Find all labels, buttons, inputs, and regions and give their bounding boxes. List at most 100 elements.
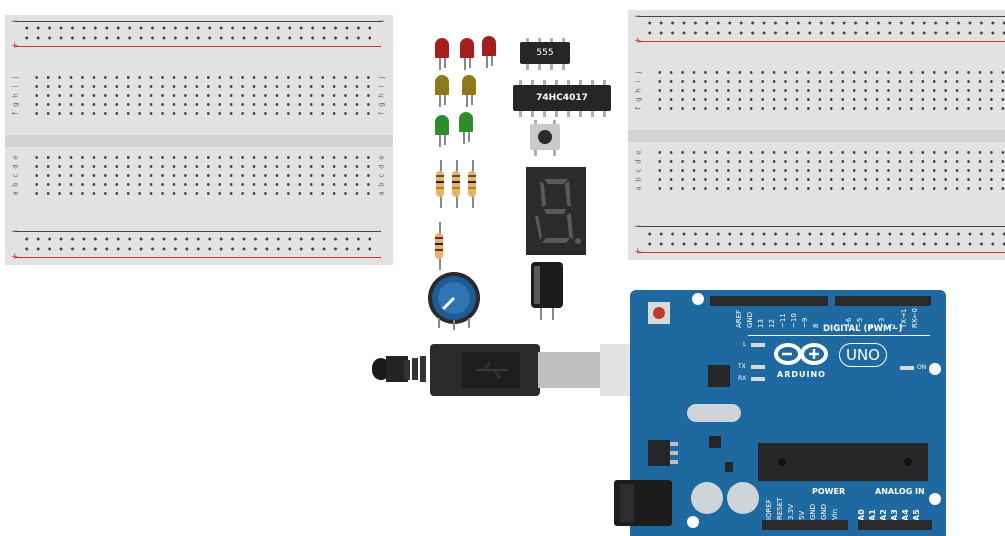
analog-header[interactable] [858,520,932,530]
rail-holes[interactable] [644,20,1005,26]
pushbutton-cap [538,130,552,144]
rail-minus-sign: − [634,12,642,22]
rail-positive-line [638,252,1005,254]
center-channel [628,130,1005,142]
led-body [482,36,496,56]
capacitor-leg [552,308,554,320]
mounting-hole [929,493,941,505]
ic-pin [562,38,565,44]
led-label-l: L [743,341,747,348]
resistor-band [468,181,476,183]
potentiometer[interactable] [427,272,485,330]
terminal-holes-top[interactable] [31,73,375,118]
led-yellow[interactable] [462,75,478,109]
led-leg [444,95,446,105]
led-body [462,75,476,95]
led-red[interactable] [435,38,451,72]
led-leg [464,58,466,70]
rail-holes[interactable] [21,25,371,31]
ic-pin [567,111,570,117]
center-channel [5,135,393,147]
resistor[interactable] [452,160,462,208]
ic-pin [543,111,546,117]
ic-pin [526,38,529,44]
resistor-band [436,187,444,189]
ic-pin [519,111,522,117]
breadboard-left[interactable]: − − + 1234567891011121314151617181920212… [5,15,393,265]
breadboard-right[interactable]: − + 123456789101112131415161718192021222… [628,10,1005,260]
ic-pin [591,111,594,117]
ic-74hc4017[interactable]: 74HC4017 [513,80,613,118]
led-leg [439,95,441,107]
rail-holes[interactable] [21,246,371,252]
rail-minus-sign: − [11,227,19,237]
ic-pin [538,38,541,44]
power-section-label: POWER [812,487,846,496]
rail-plus-sign: + [634,36,642,46]
terminal-holes-bottom[interactable] [31,153,375,198]
capacitor-leg [540,308,542,320]
led-red[interactable] [460,38,476,72]
resistor[interactable] [435,222,445,270]
led-leg [444,135,446,145]
rail-holes[interactable] [644,30,1005,36]
resistor-band [468,175,476,177]
led-yellow[interactable] [435,75,451,109]
rail-minus-sign: − [11,17,19,27]
rail-holes[interactable] [21,236,371,242]
reset-button-cap [653,307,665,319]
led-leg [466,95,468,107]
terminal-holes-top[interactable] [654,68,1004,113]
power-jack[interactable] [614,480,682,526]
analog-section-label: ANALOG IN [875,487,925,496]
ic-555-timer[interactable]: 555 [520,38,572,72]
seven-segment-display[interactable] [526,167,586,255]
led-leg [468,132,470,142]
digital-pin-label: ~11 [779,313,787,328]
resistor-body [452,171,460,197]
pushbutton[interactable] [530,120,560,156]
terminal-holes-bottom[interactable] [654,148,1004,193]
resistor-body [435,233,443,259]
led-body [460,38,474,58]
resistor-band [452,181,460,183]
led-label-tx: TX [738,363,746,370]
led-green[interactable] [435,115,451,149]
rail-plus-sign: + [11,41,19,51]
ic-pin [555,80,558,86]
digital-header[interactable] [835,296,931,306]
digital-pin-label: 8 [812,323,820,328]
on-led [900,366,914,370]
resistor[interactable] [468,160,478,208]
digital-pin-label: AREF [735,309,743,328]
regulator-pins [670,460,678,464]
led-leg [491,56,493,66]
ic-pin [531,111,534,117]
power-header[interactable] [762,520,848,530]
regulator-pins [670,442,678,446]
led-red[interactable] [482,36,498,70]
digital-header[interactable] [710,296,828,306]
resistor[interactable] [436,160,446,208]
electrolytic-capacitor[interactable] [530,262,564,320]
led-green[interactable] [459,112,475,146]
power-pin-label: Vin [831,508,839,520]
power-jack-face [620,484,634,522]
seven-segment-graphic [535,179,581,244]
regulator-pins [670,451,678,455]
led-label-rx: RX [738,375,747,382]
reset-button[interactable] [648,302,670,324]
digital-section-label: DIGITAL (PWM~) [823,324,903,334]
rail-holes[interactable] [644,241,1005,247]
led-leg [444,58,446,68]
ic-pin [603,111,606,117]
arduino-uno-board[interactable]: AREF GND 13 12 ~11 ~10 ~9 8 7 ~6 ~5 4 ~3… [630,290,946,536]
rail-holes[interactable] [21,35,371,41]
ic-pin [567,80,570,86]
ic-pin [591,80,594,86]
power-pin-label: 5V [798,510,806,520]
rail-holes[interactable] [644,231,1005,237]
